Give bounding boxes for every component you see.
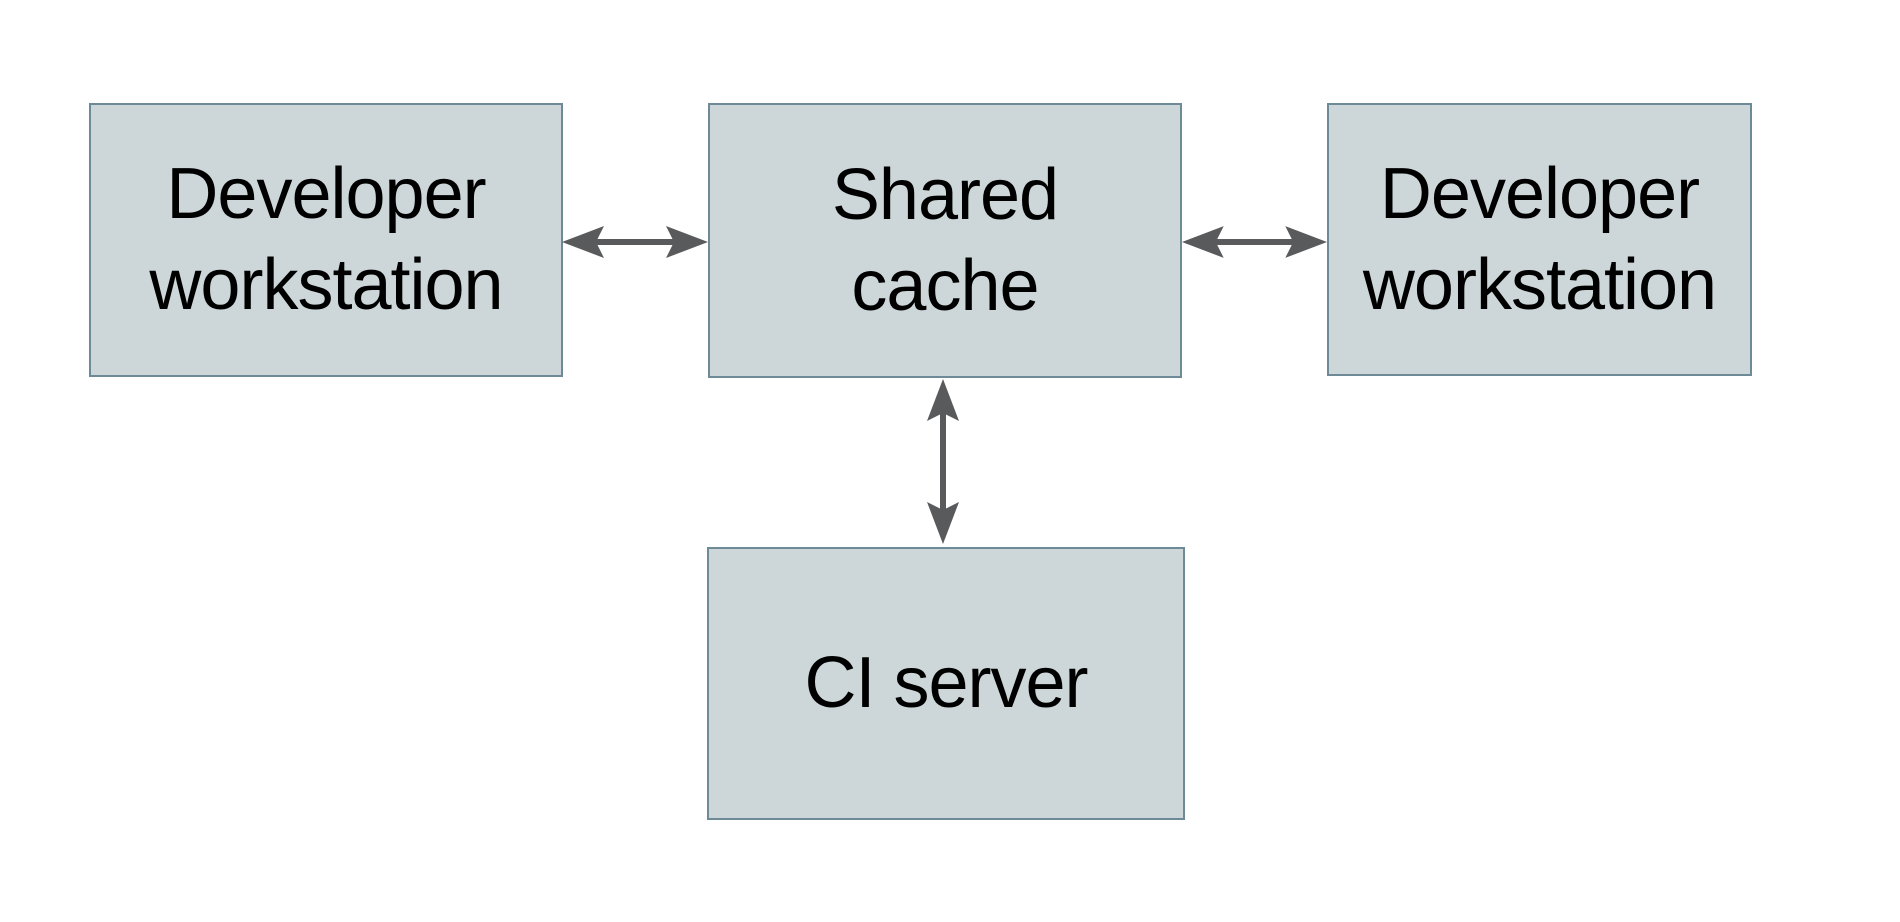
arrow-head-left [1181,226,1224,258]
node-label: Shared cache [831,154,1059,326]
double-arrow-icon-left-cache [562,226,708,258]
arrow-head-right [666,226,708,258]
arrow-shaft [940,409,946,514]
arrow-shaft [590,239,680,245]
arrow-head-top [927,379,959,421]
node-label: CI server [804,643,1088,724]
node-developer-workstation-left: Developer workstation [89,103,563,377]
node-ci-server: CI server [707,547,1185,820]
arrow-head-right [1285,226,1328,258]
arrow-head-bottom [927,502,959,544]
double-arrow-icon-cache-right [1181,226,1328,258]
node-label: Developer workstation [149,154,503,325]
node-developer-workstation-right: Developer workstation [1327,103,1752,376]
node-label: Developer workstation [1362,153,1717,325]
arrow-head-left [562,226,604,258]
arrow-shaft [1209,239,1300,245]
double-arrow-icon-cache-ci [927,379,959,544]
node-shared-cache: Shared cache [708,103,1182,378]
